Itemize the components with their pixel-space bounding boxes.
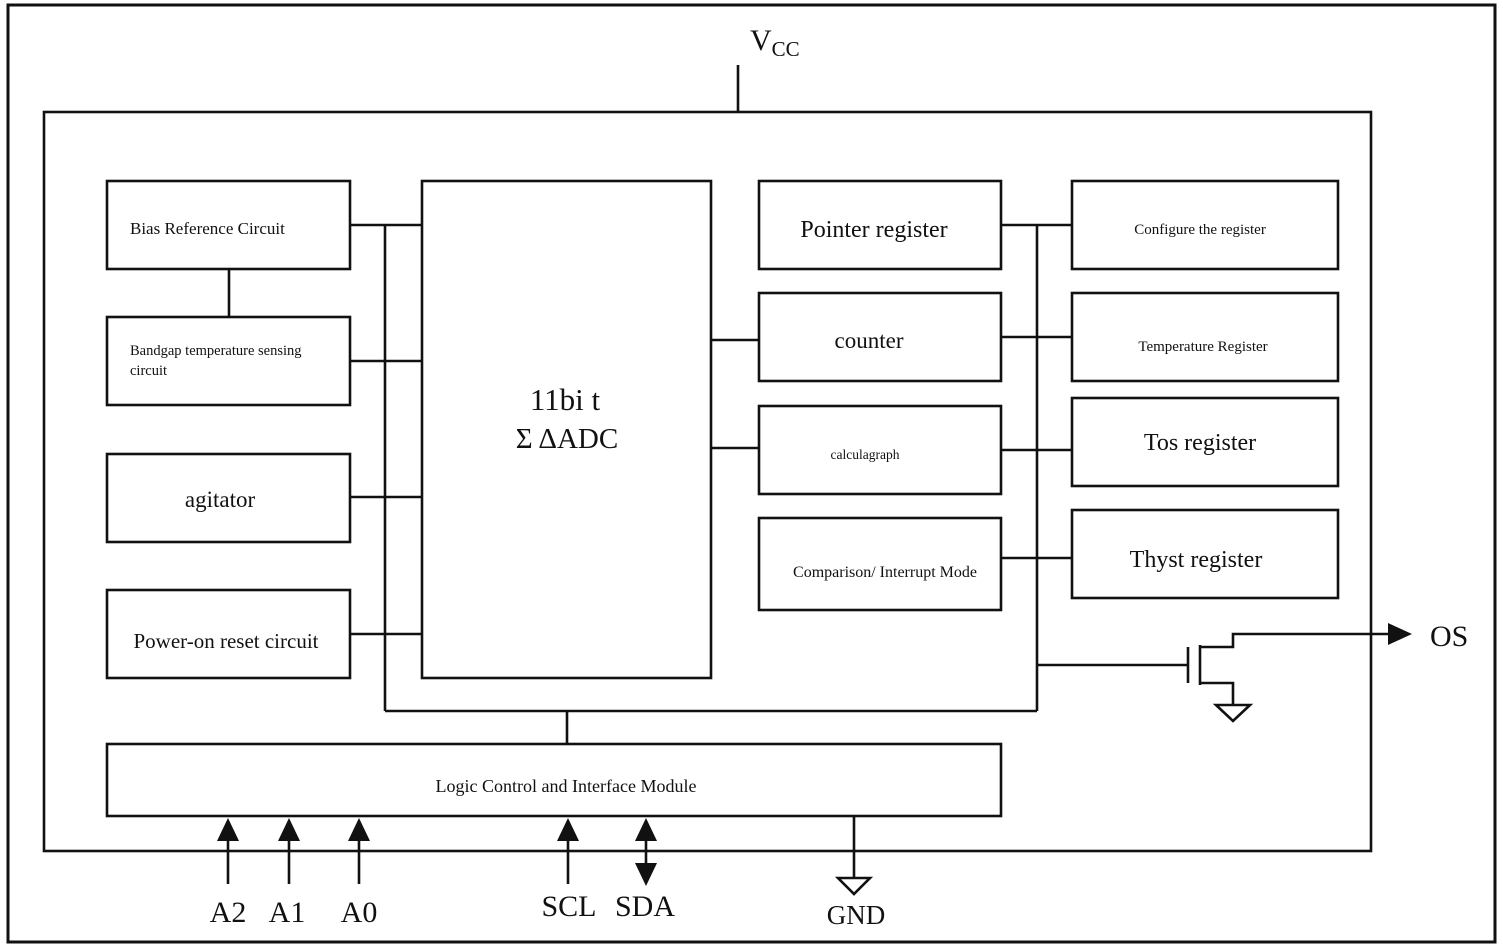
counter-label: counter bbox=[835, 328, 904, 353]
temperature-register-label: Temperature Register bbox=[1138, 339, 1267, 355]
calculagraph-label: calculagraph bbox=[831, 447, 900, 462]
vcc-label: VCC bbox=[750, 24, 800, 61]
a2-arrow bbox=[217, 818, 239, 841]
agitator-block bbox=[105, 452, 352, 544]
logic-control-label: Logic Control and Interface Module bbox=[436, 776, 697, 796]
thyst-register-label: Thyst register bbox=[1130, 547, 1263, 573]
agitator-label: agitator bbox=[185, 487, 256, 512]
source-line bbox=[1200, 681, 1235, 705]
pointer-register-label: Pointer register bbox=[800, 217, 947, 243]
bandgap-label-line1: Bandgap temperature sensing bbox=[130, 343, 302, 359]
tos-register-label: Tos register bbox=[1144, 430, 1256, 456]
scl-arrow bbox=[557, 818, 579, 841]
bias-reference-block bbox=[105, 179, 352, 271]
transistor-ground bbox=[1212, 703, 1254, 723]
sda-arrow-down bbox=[635, 863, 657, 886]
sda-label: SDA bbox=[615, 890, 675, 923]
pointer-register-block bbox=[757, 179, 1003, 271]
counter-block bbox=[757, 291, 1003, 383]
scl-label: SCL bbox=[541, 890, 596, 923]
config-register-label: Configure the register bbox=[1134, 222, 1266, 238]
os-arrow bbox=[1388, 623, 1412, 645]
a0-label: A0 bbox=[341, 896, 378, 929]
a1-arrow bbox=[278, 818, 300, 841]
por-label: Power-on reset circuit bbox=[133, 629, 318, 653]
bandgap-block bbox=[105, 315, 352, 407]
temperature-register-block bbox=[1070, 291, 1340, 383]
por-block bbox=[105, 588, 352, 680]
adc-label-line2: Σ ΔADC bbox=[516, 423, 618, 455]
tos-register-block bbox=[1070, 396, 1340, 488]
a2-label: A2 bbox=[210, 896, 247, 929]
thyst-register-block bbox=[1070, 508, 1340, 600]
outer-frame bbox=[6, 3, 1497, 944]
logic-control-block bbox=[105, 742, 1003, 818]
config-register-block bbox=[1070, 179, 1340, 271]
bandgap-label-line2: circuit bbox=[130, 363, 167, 379]
gnd-symbol bbox=[834, 876, 874, 896]
comparison-label: Comparison/ Interrupt Mode bbox=[793, 564, 977, 581]
gnd-label: GND bbox=[827, 900, 886, 930]
os-label: OS bbox=[1430, 620, 1468, 653]
adc-label-line1: 11bi t bbox=[530, 382, 601, 417]
sda-arrow-up bbox=[635, 818, 657, 841]
drain-line bbox=[1200, 632, 1392, 649]
bias-reference-label: Bias Reference Circuit bbox=[130, 219, 285, 238]
comparison-block bbox=[757, 516, 1003, 612]
calculagraph-block bbox=[757, 404, 1003, 496]
a0-arrow bbox=[348, 818, 370, 841]
adc-block bbox=[420, 179, 713, 680]
a1-label: A1 bbox=[269, 896, 306, 929]
